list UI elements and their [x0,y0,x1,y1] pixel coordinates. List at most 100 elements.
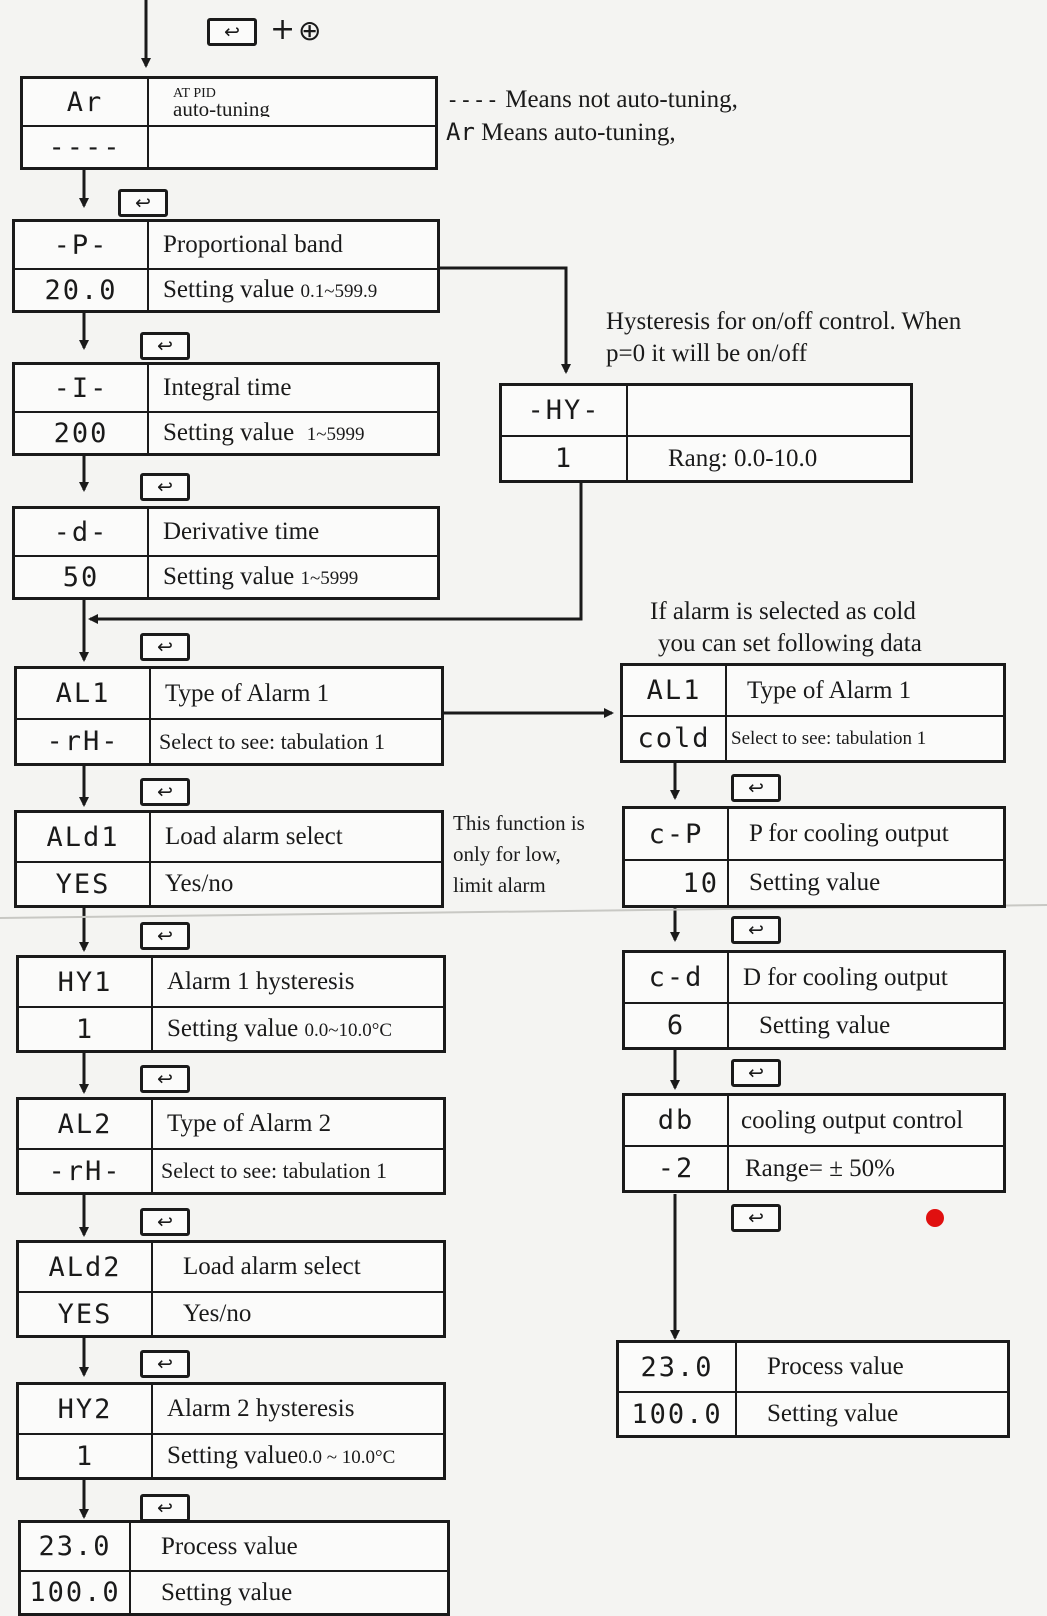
block-description: AT PID auto-tuning [149,87,270,117]
plus-sign: + [270,12,296,47]
set-key-icon: ↩ [140,1208,190,1236]
block-description: Derivative time [163,518,320,545]
value-description: Setting value 0.1~599.9 [163,276,378,303]
value-description: Setting value 1~5999 [163,419,365,446]
set-key-icon: ↩ [140,473,190,501]
block-description: Type of Alarm 2 [167,1110,332,1137]
display-value: 100.0 [619,1393,737,1435]
display-code: db [625,1096,729,1145]
display-value: 10 [625,861,729,905]
display-code: ALd2 [19,1243,153,1291]
display-code: -I- [15,365,149,411]
display-value: cold [623,717,727,760]
display-code: AL1 [17,669,151,718]
display-value: YES [19,1293,153,1335]
display-code: AL2 [19,1100,153,1148]
cold-note-line1: If alarm is selected as cold [650,598,916,625]
display-value: 20.0 [15,270,149,310]
block-description: Alarm 2 hysteresis [167,1395,355,1422]
value-description: Select to see: tabulation 1 [159,728,386,754]
display-value: 1 [502,437,628,480]
hy-note-line2: p=0 it will be on/off [606,340,808,367]
value-description: Range= ± 50% [745,1154,896,1182]
value-description: Yes/no [165,870,234,897]
display-value: -2 [625,1147,729,1190]
hy-branch-arrow [428,266,571,374]
block-description: D for cooling output [743,963,948,991]
cold-block-pv-sv: 23.0 Process value 100.0 Setting value [616,1340,1010,1438]
display-code: -HY- [502,386,628,435]
display-code: -P- [15,222,149,268]
value-description: Setting value 0.0~10.0°C [167,1015,393,1042]
set-key-icon: ↩ [140,778,190,806]
value-description: Setting value [767,1400,899,1427]
display-code: c-P [625,809,729,859]
at-note-line1: ---- Means not auto-tuning, [446,86,738,113]
load-note-line3: limit alarm [453,873,546,897]
display-value: 6 [625,1004,729,1047]
display-value: 1 [19,1435,153,1477]
param-block-ald1: ALd1 Load alarm select YES Yes/no [14,810,444,908]
display-code: AL1 [623,666,727,715]
value-description: Setting value [759,1011,891,1039]
display-value: -rH- [19,1150,153,1192]
param-block-p: -P- Proportional band 20.0 Setting value 0… [12,219,440,313]
param-block-al2: AL2 Type of Alarm 2 -rH- Select to see: ta… [16,1097,446,1195]
hy-return-arrow [88,480,583,624]
set-key-icon: ↩ [140,1065,190,1093]
display-code: ALd1 [17,813,151,861]
value-description: Setting value [749,869,881,896]
set-key-icon: ↩ [140,1494,190,1522]
display-code: ---- [23,127,149,167]
display-value: YES [17,863,151,905]
load-note-line1: This function is [453,811,585,835]
set-key-icon: ↩ [731,774,781,802]
display-value: 50 [15,557,149,597]
param-block-al1: AL1 Type of Alarm 1 -rH- Select to see: ta… [14,666,444,766]
at-note-line2: Ar Means auto-tuning, [446,118,676,146]
display-value: -rH- [17,720,151,763]
set-key-icon: ↩ [731,916,781,944]
cold-block-cp: c-P P for cooling output 10 Setting value [622,806,1006,908]
block-description: Type of Alarm 1 [165,679,330,707]
value-description: Select to see: tabulation 1 [161,1158,388,1183]
display-code: Ar [23,79,149,125]
set-key-icon: ↩ [118,189,168,217]
block-description: Process value [161,1532,298,1560]
param-block-pv-sv: 23.0 Process value 100.0 Setting value [18,1520,450,1616]
set-key-icon: ↩ [731,1059,781,1087]
block-description: Process value [767,1353,904,1380]
value-description: Setting value [161,1578,293,1606]
set-key-icon: ↩ [140,633,190,661]
block-description: Alarm 1 hysteresis [167,968,355,995]
display-code: HY1 [19,958,153,1006]
block-description: P for cooling output [749,820,949,847]
cold-note-line2: you can set following data [658,630,922,657]
value-description: Setting value0.0 ~ 10.0°C [167,1442,396,1469]
cold-block-cd: c-d D for cooling output 6 Setting value [622,950,1006,1050]
block-description: Proportional band [163,231,343,258]
set-key-icon: ↩ [140,1350,190,1378]
block-description: Type of Alarm 1 [747,676,912,704]
display-code: c-d [625,953,729,1002]
block-description: Load alarm select [165,823,343,850]
display-code: 23.0 [21,1523,131,1570]
display-code: 23.0 [619,1343,737,1391]
red-dot-mark [926,1209,944,1227]
hy-note-line1: Hysteresis for on/off control. When [606,308,962,335]
value-description: Setting value 1~5999 [163,563,359,590]
up-key-icon: ⊕ [298,14,322,47]
set-key-icon: ↩ [140,922,190,950]
display-value: 100.0 [21,1572,131,1613]
set-key-icon: ↩ [731,1204,781,1232]
at-pid-label: AT PID [173,87,216,101]
